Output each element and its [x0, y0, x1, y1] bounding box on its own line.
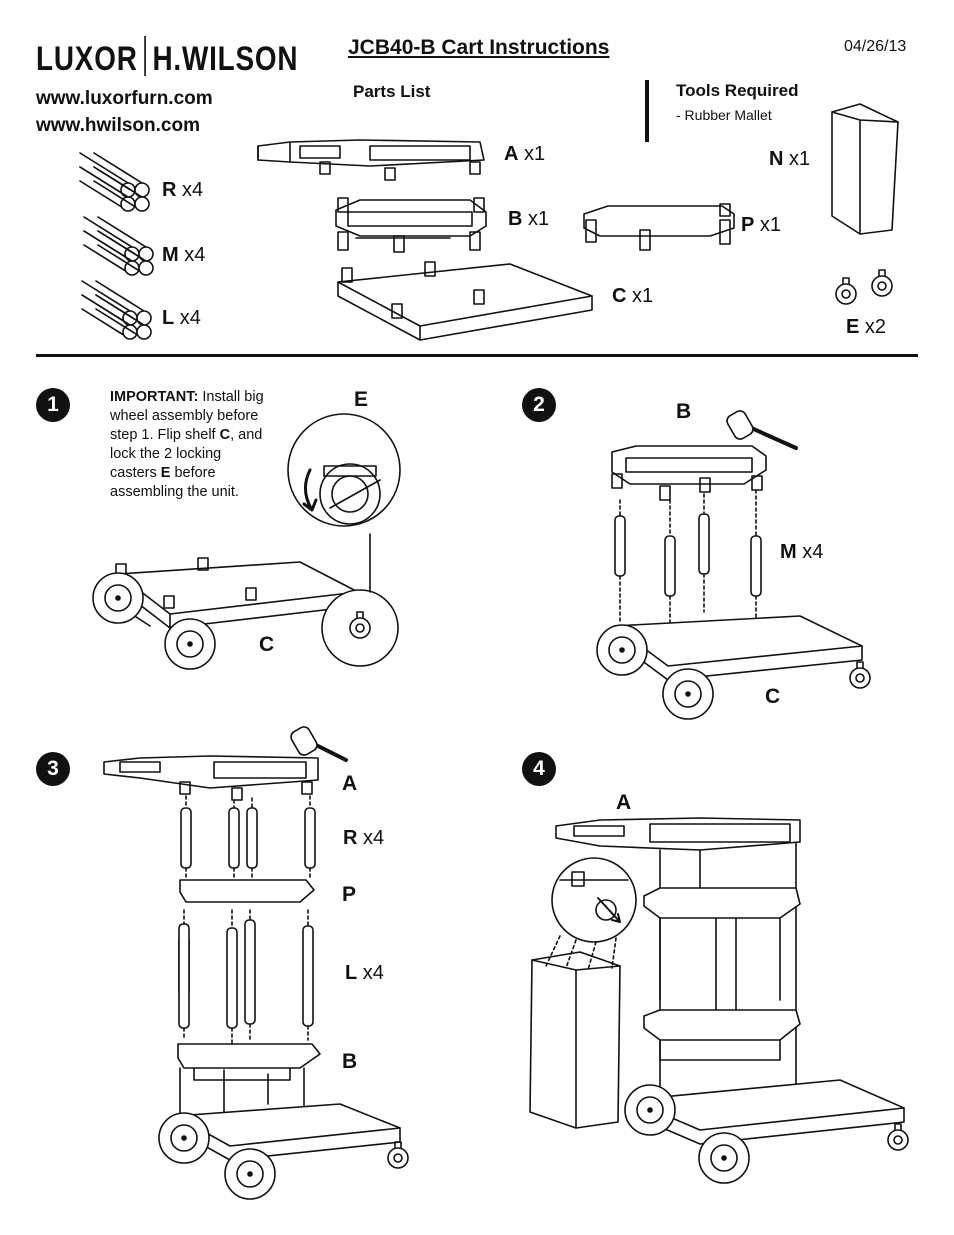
- url-hwilson[interactable]: www.hwilson.com: [36, 115, 200, 136]
- step-2-badge: 2: [522, 388, 556, 422]
- step-1-label-e: E: [354, 388, 369, 411]
- page-title: JCB40-B Cart Instructions: [348, 36, 610, 59]
- part-label-b: B x1: [508, 208, 550, 230]
- step-3-label-l: L x4: [345, 962, 384, 984]
- part-c-base: [337, 261, 593, 341]
- doc-date: 04/26/13: [844, 38, 907, 55]
- part-label-c: C x1: [612, 285, 654, 307]
- part-label-p: P x1: [741, 214, 782, 236]
- step-2-label-c: C: [765, 685, 781, 708]
- url-luxor[interactable]: www.luxorfurn.com: [36, 88, 213, 109]
- step-4-assembly: [529, 817, 909, 1184]
- step-4-badge: 4: [522, 752, 556, 786]
- step-1-note: IMPORTANT: Install big wheel assembly be…: [110, 389, 264, 500]
- part-p-shelf: [583, 203, 735, 251]
- step-3-label-p: P: [342, 883, 357, 906]
- part-a-shelf: [257, 139, 485, 181]
- part-label-a: A x1: [504, 143, 546, 165]
- step-2-label-m: M x4: [780, 541, 824, 563]
- brand-logo: LUXOR H.WILSON: [36, 36, 298, 79]
- header-divider: [645, 80, 649, 142]
- section-divider: [36, 354, 918, 357]
- part-label-l: L x4: [162, 307, 201, 329]
- part-e-casters: [835, 269, 893, 305]
- part-label-r: R x4: [162, 179, 204, 201]
- step-3-label-r: R x4: [343, 827, 385, 849]
- tools-heading: Tools Required: [676, 81, 799, 100]
- step-3-badge: 3: [36, 752, 70, 786]
- part-n-bag: [831, 103, 899, 235]
- tool-rubber-mallet: - Rubber Mallet: [676, 107, 772, 123]
- step-2-label-b: B: [676, 400, 692, 423]
- step-4-label-a: A: [616, 791, 632, 814]
- part-label-m: M x4: [162, 244, 206, 266]
- step-1-label-c: C: [259, 633, 275, 656]
- part-label-e: E x2: [846, 316, 887, 338]
- part-b-shelf: [335, 197, 487, 253]
- step-1-badge: 1: [36, 388, 70, 422]
- part-r-tubes: [79, 152, 150, 212]
- logo-divider: [144, 36, 146, 76]
- step-3-label-b: B: [342, 1050, 358, 1073]
- brand-luxor: LUXOR: [36, 40, 138, 78]
- part-label-n: N x1: [769, 148, 811, 170]
- part-m-tubes: [83, 216, 154, 276]
- parts-list-heading: Parts List: [353, 82, 431, 101]
- part-l-tubes: [81, 280, 152, 340]
- step-3-label-a: A: [342, 772, 358, 795]
- step-2-assembly: [596, 410, 871, 720]
- step-1-base: [92, 413, 401, 670]
- brand-hwilson: H.WILSON: [152, 40, 299, 78]
- step-3-assembly: [103, 726, 409, 1200]
